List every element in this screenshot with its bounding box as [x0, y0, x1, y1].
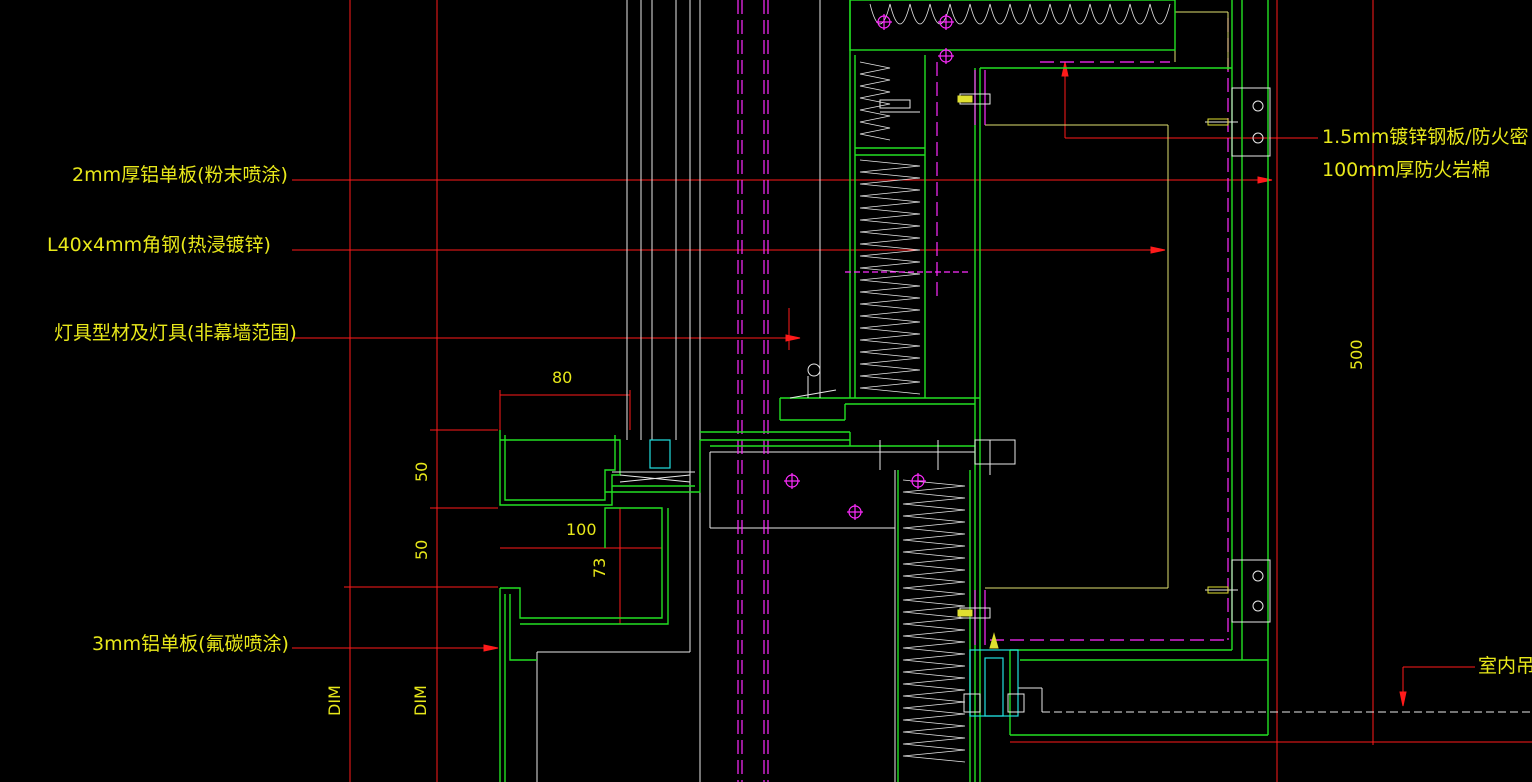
reference-lines [349, 0, 1532, 782]
hanger-detail [789, 363, 1025, 713]
screw-marks [957, 95, 1229, 617]
magenta-centerlines [737, 0, 1229, 782]
dimension-50-upper: 50 [412, 461, 431, 482]
glass-clips [612, 471, 695, 483]
dimension-lines [344, 390, 662, 625]
label-aluminum-panel-3mm: 3mm铝单板(氟碳喷涂) [92, 633, 289, 655]
label-angle-steel: L40x4mm角钢(热浸镀锌) [47, 234, 271, 256]
dimension-80: 80 [552, 368, 573, 387]
dimension-dim-2: DIM [411, 685, 430, 716]
steel-frame [985, 11, 1229, 589]
dimension-100: 100 [566, 520, 597, 539]
label-lighting: 灯具型材及灯具(非幕墙范围) [54, 322, 297, 344]
wall-brackets [879, 87, 1271, 623]
label-indoor-ceiling: 室内吊 [1478, 655, 1532, 677]
white-lines [536, 0, 1532, 782]
label-aluminum-panel-2mm: 2mm厚铝单板(粉末喷涂) [72, 164, 288, 186]
dimension-50-lower: 50 [412, 539, 431, 560]
fasteners [784, 14, 986, 645]
hanger-bracket [649, 439, 1019, 717]
dimension-73: 73 [590, 557, 609, 578]
leader-lines [292, 61, 1475, 707]
dimension-dim-1: DIM [325, 685, 344, 716]
dimension-500: 500 [1347, 339, 1366, 370]
green-outlines [499, 0, 1269, 782]
insulation [859, 3, 1171, 763]
label-galvanized-sheet: 1.5mm镀锌钢板/防火密 [1322, 126, 1529, 148]
label-rock-wool: 100mm厚防火岩棉 [1322, 159, 1491, 181]
